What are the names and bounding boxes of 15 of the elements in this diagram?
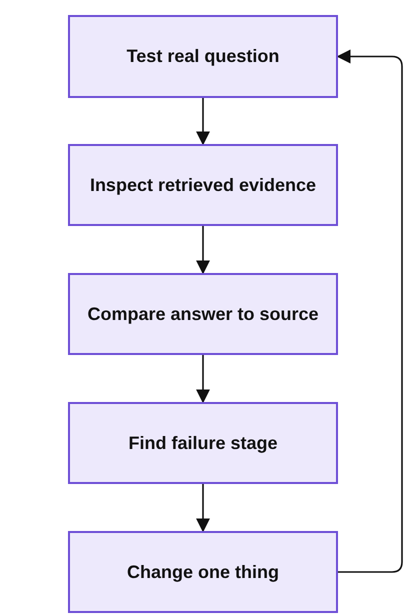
step-label: Compare answer to source	[86, 304, 320, 324]
step-label: Inspect retrieved evidence	[88, 174, 318, 196]
process-box	[68, 144, 338, 226]
process-box	[68, 15, 338, 98]
process-box	[68, 273, 338, 355]
arrow	[196, 484, 210, 532]
arrow	[196, 98, 210, 146]
arrow	[196, 355, 210, 404]
process-box	[68, 402, 338, 484]
arrow	[196, 226, 210, 274]
arrow	[336, 50, 403, 573]
step-label: Find failure stage	[127, 432, 279, 454]
step-label: Change one thing	[126, 562, 280, 582]
step-label: Test real question	[126, 46, 280, 67]
process-box	[68, 531, 338, 613]
